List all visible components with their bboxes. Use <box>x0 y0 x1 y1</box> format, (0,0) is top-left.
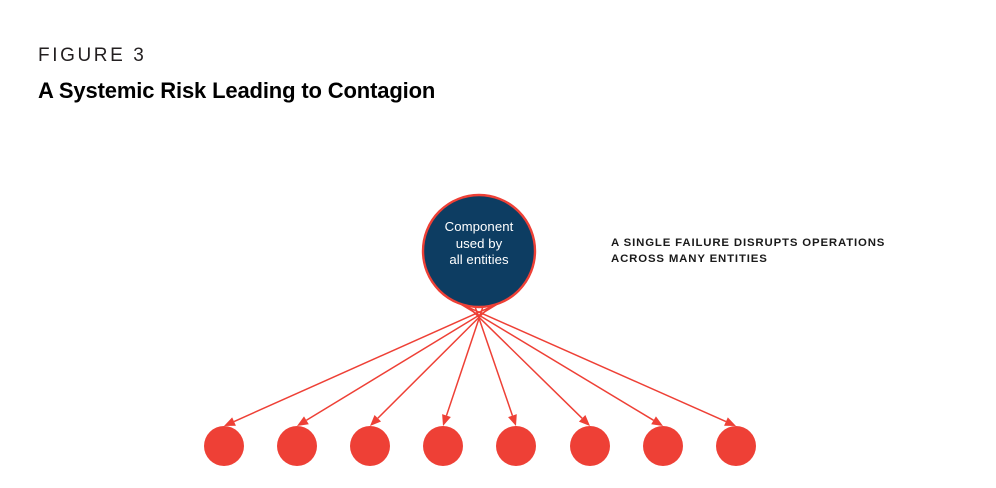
caption-line-2: ACROSS MANY ENTITIES <box>611 252 768 265</box>
entity-node-3[interactable] <box>350 426 390 466</box>
hub-node[interactable] <box>421 193 537 309</box>
spoke-line-5 <box>474 306 514 416</box>
arrowhead-1 <box>224 417 236 426</box>
spoke-line-4 <box>445 306 484 416</box>
hub-layer <box>421 193 537 309</box>
diagram-caption: A SINGLE FAILURE DISRUPTS OPERATIONS ACR… <box>611 236 961 267</box>
entity-node-5[interactable] <box>496 426 536 466</box>
arrowhead-6 <box>578 415 590 426</box>
entity-node-7[interactable] <box>643 426 683 466</box>
arrowhead-3 <box>370 414 382 426</box>
edge-layer <box>224 299 736 426</box>
arrowhead-5 <box>508 414 517 426</box>
arrowhead-4 <box>442 414 451 426</box>
spoke-line-3 <box>377 305 492 419</box>
spoke-line-6 <box>466 305 583 419</box>
spoke-line-2 <box>306 302 499 421</box>
spoke-line-8 <box>452 299 727 423</box>
entity-node-4[interactable] <box>423 426 463 466</box>
arrowhead-7 <box>651 416 663 426</box>
figure-number-label: FIGURE 3 <box>38 45 147 66</box>
caption-line-1: A SINGLE FAILURE DISRUPTS OPERATIONS <box>611 237 886 249</box>
entity-node-2[interactable] <box>277 426 317 466</box>
spoke-line-1 <box>233 299 506 423</box>
entity-node-8[interactable] <box>716 426 756 466</box>
entity-node-1[interactable] <box>204 426 244 466</box>
arrowhead-8 <box>724 417 736 426</box>
arrowhead-2 <box>297 416 309 426</box>
spoke-line-7 <box>459 302 654 421</box>
figure-title: A Systemic Risk Leading to Contagion <box>38 78 436 103</box>
entity-node-6[interactable] <box>570 426 610 466</box>
node-layer <box>204 426 756 466</box>
